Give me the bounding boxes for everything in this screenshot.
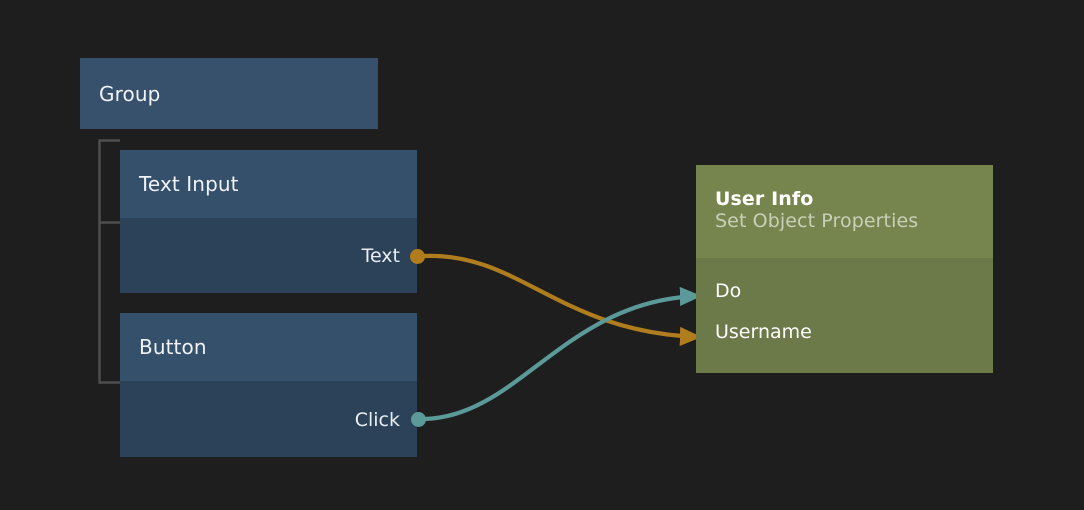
node-button-body: Click xyxy=(120,381,417,457)
node-user-info-body: Do Username xyxy=(696,258,993,373)
node-button-title: Button xyxy=(139,335,207,359)
input-port-row-do[interactable]: Do xyxy=(696,282,741,301)
input-port-label-do: Do xyxy=(715,280,742,302)
input-port-label-username: Username xyxy=(715,321,812,343)
node-button-header[interactable]: Button xyxy=(120,313,417,381)
node-user-info[interactable]: User Info Set Object Properties Do Usern… xyxy=(696,165,993,373)
output-port-dot-text[interactable] xyxy=(410,249,425,264)
node-text-input-body: Text xyxy=(120,218,417,293)
output-port-label-text: Text xyxy=(361,245,400,267)
node-text-input-header[interactable]: Text Input xyxy=(120,150,417,218)
node-group[interactable]: Group xyxy=(80,58,378,129)
output-port-dot-click[interactable] xyxy=(411,412,426,427)
node-user-info-title: User Info xyxy=(715,188,814,210)
output-port-label-click: Click xyxy=(354,409,400,431)
node-group-title: Group xyxy=(99,81,161,106)
wire-click-to-do xyxy=(422,286,703,422)
output-port-row-click[interactable]: Click xyxy=(355,411,417,430)
node-group-header[interactable]: Group xyxy=(80,58,378,129)
input-port-row-username[interactable]: Username xyxy=(696,323,812,342)
node-button[interactable]: Button Click xyxy=(120,313,417,457)
wire-text-to-username xyxy=(421,253,703,347)
node-text-input-title: Text Input xyxy=(139,172,239,196)
node-user-info-subtitle: Set Object Properties xyxy=(715,209,919,232)
node-text-input[interactable]: Text Input Text xyxy=(120,150,417,293)
output-port-row-text[interactable]: Text xyxy=(362,247,417,266)
node-user-info-header[interactable]: User Info Set Object Properties xyxy=(696,165,993,258)
